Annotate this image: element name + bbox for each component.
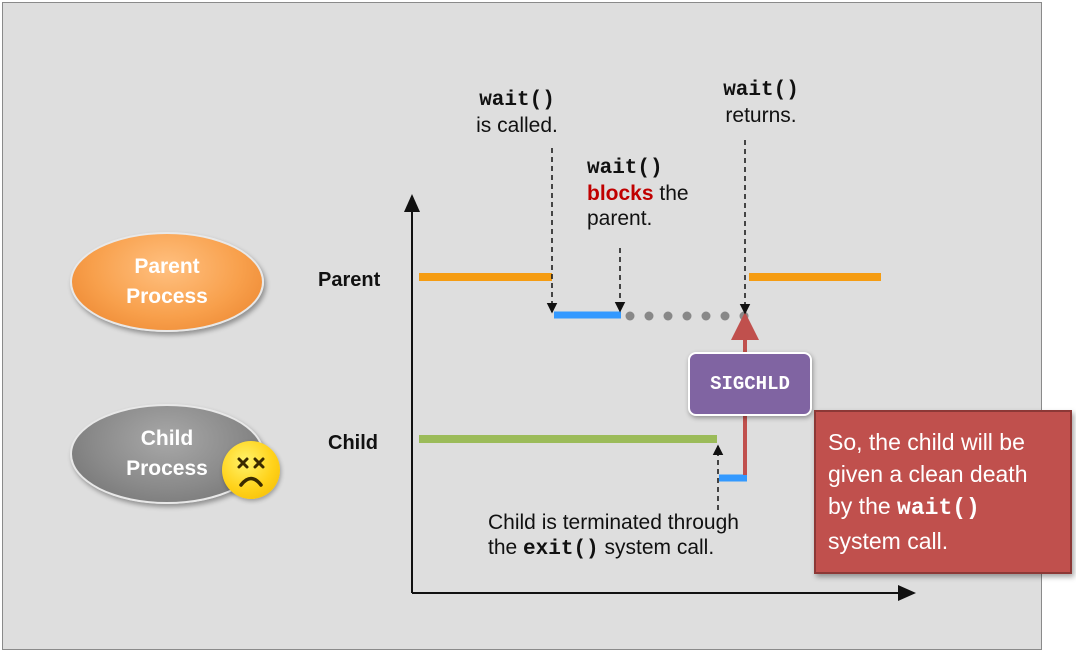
child-timeline-label: Child <box>328 432 378 454</box>
parent-oval-line1: Parent <box>134 254 200 278</box>
child-oval-line1: Child <box>140 426 194 450</box>
dizzy-face-icon <box>222 441 280 499</box>
wait-returns-code: wait() <box>723 79 799 102</box>
child-term-prefix: the <box>488 536 524 560</box>
note-line3-prefix: by the <box>828 493 898 520</box>
parent-timeline-label: Parent <box>318 269 381 291</box>
parent-oval-line2: Process <box>126 285 208 308</box>
child-term-suffix: system call. <box>598 536 715 560</box>
wait-called-code: wait() <box>479 89 555 112</box>
explanation-note: So, the child will be given a clean deat… <box>814 410 1072 574</box>
wait-returns-text: returns. <box>725 104 797 128</box>
wait-called-annotation: wait() is called. <box>462 88 572 138</box>
blocks-word: blocks <box>587 182 654 206</box>
wait-blocks-code: wait() <box>587 157 663 180</box>
note-wait-code: wait() <box>897 495 980 522</box>
child-oval-line2: Process <box>126 457 208 480</box>
wait-called-text: is called. <box>476 114 558 138</box>
note-line4: system call. <box>828 527 949 554</box>
wait-blocks-rest1: the <box>653 182 689 206</box>
note-line1: So, the child will be <box>828 429 1025 455</box>
sigchld-label: SIGCHLD <box>710 373 790 395</box>
wait-returns-annotation: wait() returns. <box>706 78 816 128</box>
note-line2: given a clean death <box>828 461 1028 488</box>
sigchld-signal-box: SIGCHLD <box>688 352 812 416</box>
parent-waiting-dots <box>625 311 749 321</box>
child-term-line1: Child is terminated through <box>488 511 739 534</box>
wait-blocks-annotation: wait() blocks the parent. <box>587 156 689 232</box>
child-terminated-annotation: Child is terminated through the exit() s… <box>488 510 739 562</box>
wait-blocks-rest2: parent. <box>587 207 653 231</box>
exit-code: exit() <box>523 538 599 562</box>
